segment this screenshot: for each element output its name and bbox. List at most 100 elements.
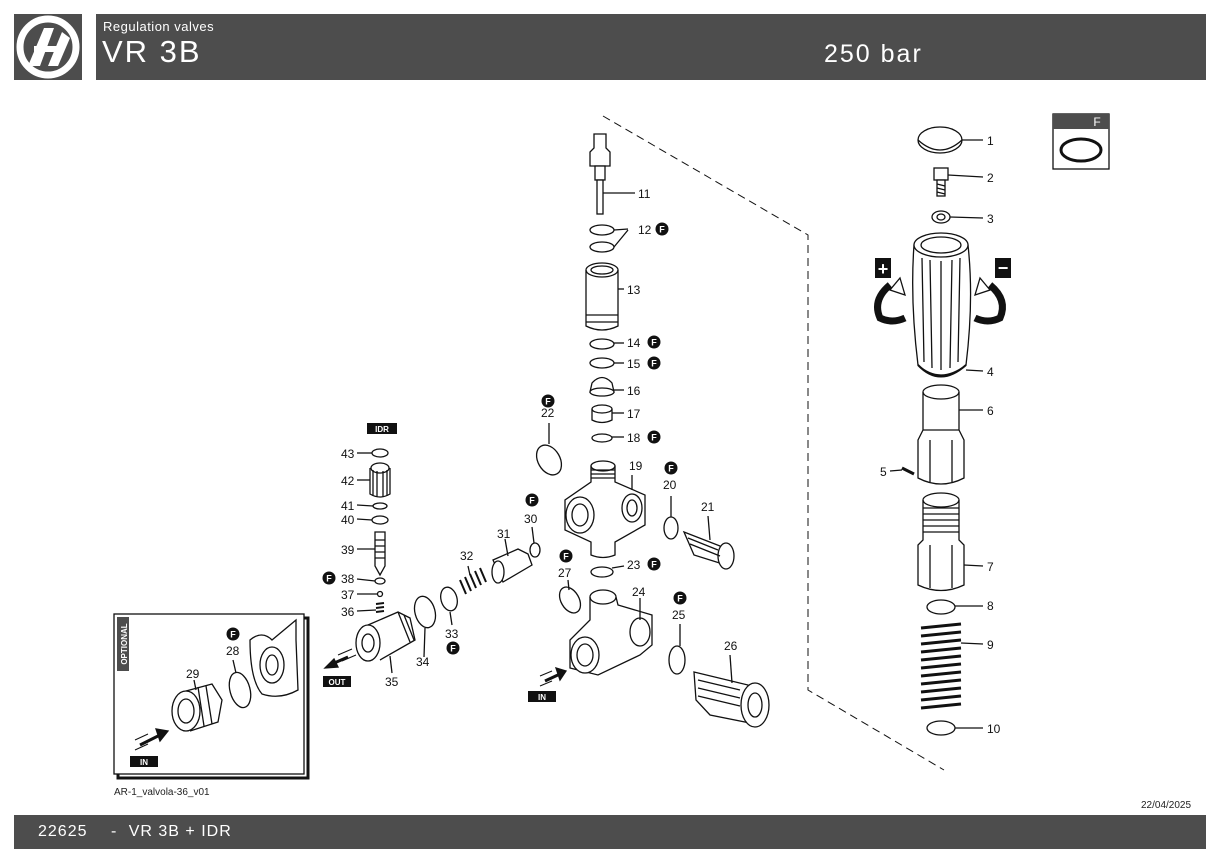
f-mark-25: F: [677, 594, 683, 604]
part-41-ring: [372, 502, 388, 510]
part-32-spring: [459, 567, 487, 595]
part-39-piston: [374, 531, 386, 577]
out-arrow: [323, 648, 357, 669]
idr-tag-bg: [367, 423, 397, 434]
optional-tag: OPTIONAL: [120, 623, 129, 664]
f-mark-bg-23: [647, 557, 661, 571]
callout-39: 39: [341, 543, 355, 557]
part-19-valve-body: [564, 460, 646, 559]
callout-22: 22: [541, 406, 555, 420]
callout-5: 5: [880, 465, 887, 479]
f-mark-38: F: [326, 574, 332, 584]
callout-30: 30: [524, 512, 538, 526]
header-category: Regulation valves: [103, 19, 215, 34]
f-mark-bg-14: [647, 335, 661, 349]
callout-43: 43: [341, 447, 355, 461]
part-33-ring: [440, 586, 458, 612]
f-mark-bg-25: [673, 591, 687, 605]
part-20-oring: [663, 516, 679, 540]
part-1-cap: [917, 126, 963, 154]
header-bar: [96, 14, 1206, 80]
part-40-ring: [371, 515, 389, 525]
callout-21: 21: [701, 500, 715, 514]
part-37-ball: [376, 590, 384, 598]
brand-logo: [14, 14, 82, 80]
callout-23: 23: [627, 558, 641, 572]
part-26-fitting: [693, 671, 770, 728]
plus-sign: +: [878, 259, 889, 279]
callout-33: 33: [445, 627, 459, 641]
callout-19: 19: [629, 459, 643, 473]
part-27-oring: [558, 586, 582, 614]
in-tag-bg: [528, 691, 556, 702]
callout-27: 27: [558, 566, 572, 580]
in-optional-tag: IN: [140, 758, 148, 767]
out-tag: OUT: [329, 678, 346, 687]
part-12-oring-b: [589, 241, 615, 253]
part-12-oring-a: [589, 224, 615, 236]
f-mark-14: F: [651, 338, 657, 348]
part-43-ring: [371, 448, 389, 458]
f-mark-bg-12: [655, 222, 669, 236]
callout-26: 26: [724, 639, 738, 653]
footer-description: VR 3B + IDR: [128, 823, 232, 840]
callout-15: 15: [627, 357, 641, 371]
callout-3: 3: [987, 212, 994, 226]
part-18-oring: [591, 433, 613, 443]
f-mark-18: F: [651, 433, 657, 443]
legend-f-box: [1052, 113, 1110, 170]
callout-18: 18: [627, 431, 641, 445]
f-mark-bg-15: [647, 356, 661, 370]
callout-7: 7: [987, 560, 994, 574]
callout-20: 20: [663, 478, 677, 492]
part-16-seat: [589, 376, 615, 397]
f-mark-bg-27: [559, 549, 573, 563]
in-optional-tag-bg: [130, 756, 158, 767]
part-36-spring: [375, 602, 385, 613]
footer-code: 22625: [38, 823, 88, 840]
part-35-outlet: [355, 611, 416, 662]
idr-tag: IDR: [375, 425, 389, 434]
part-3-nut: [931, 210, 951, 224]
pressure-rating: 250 bar: [824, 40, 923, 68]
f-mark-bg-22: [541, 394, 555, 408]
part-21-fitting: [682, 530, 735, 570]
rotate-minus-arrow: [973, 276, 1006, 325]
part-9-spring: [920, 622, 962, 710]
part-25-oring: [668, 645, 686, 675]
footer-text: 22625 - VR 3B + IDR: [38, 823, 250, 841]
callout-12: 12: [638, 223, 652, 237]
part-17-seat: [591, 404, 613, 424]
part-6-body: [917, 384, 965, 485]
callout-38: 38: [341, 572, 355, 586]
f-mark-12: F: [659, 225, 665, 235]
callout-35: 35: [385, 675, 399, 689]
callout-34: 34: [416, 655, 430, 669]
callout-40: 40: [341, 513, 355, 527]
callout-1: 1: [987, 134, 994, 148]
callout-41: 41: [341, 499, 355, 513]
legend-label: F: [1093, 115, 1100, 129]
f-mark-23: F: [651, 560, 657, 570]
part-22-oring: [535, 444, 563, 476]
part-38-oring: [374, 577, 386, 585]
in-arrow: [539, 667, 568, 687]
f-mark-22: F: [545, 397, 551, 407]
footer-bar: [14, 815, 1206, 849]
f-mark-bg-33: [446, 641, 460, 655]
part-4-knob: [912, 232, 972, 378]
f-mark-bg-20: [664, 461, 678, 475]
callout-25: 25: [672, 608, 686, 622]
rotate-plus-arrow: [874, 276, 907, 325]
callout-6: 6: [987, 404, 994, 418]
drawing-code: AR-1_valvola-36_v01: [114, 787, 210, 798]
f-mark-20: F: [668, 464, 674, 474]
callout-32: 32: [460, 549, 474, 563]
part-7-body: [917, 492, 965, 592]
footer-separator: -: [110, 823, 118, 840]
callout-24: 24: [632, 585, 646, 599]
page-title: VR 3B: [102, 34, 202, 69]
callout-16: 16: [627, 384, 641, 398]
